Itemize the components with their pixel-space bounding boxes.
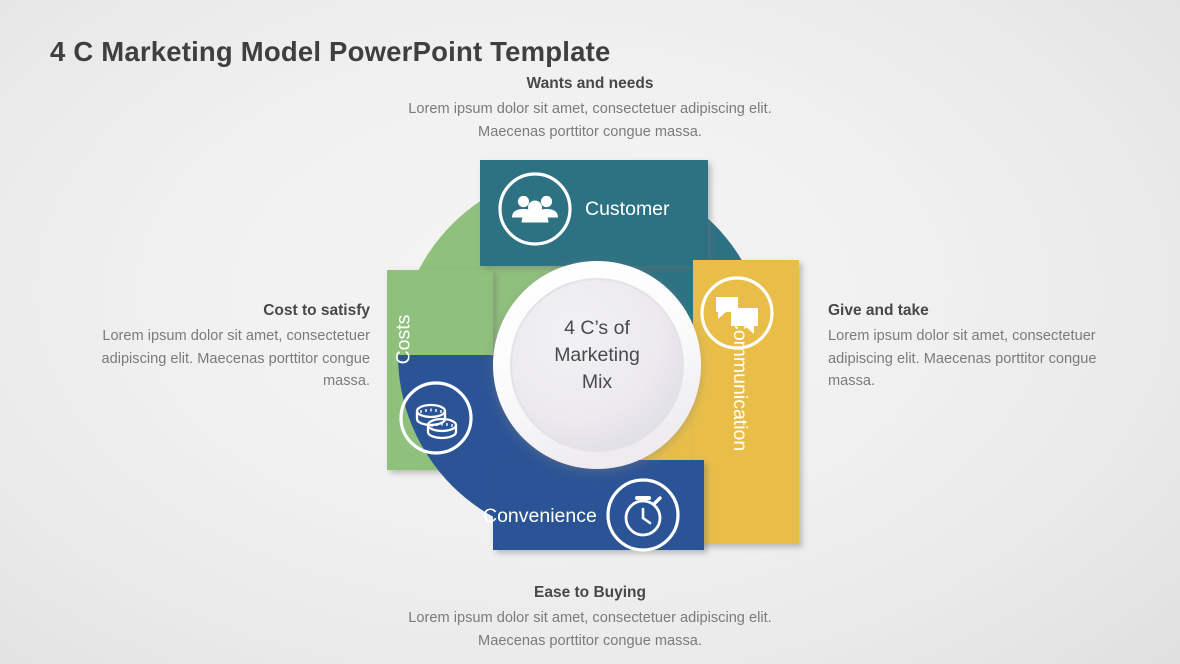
hub-inner-circle: [510, 278, 684, 452]
page-title: 4 C Marketing Model PowerPoint Template: [50, 36, 611, 67]
caption-bottom-line1: Lorem ipsum dolor sit amet, consectetuer…: [408, 610, 772, 627]
caption-top-heading: Wants and needs: [526, 75, 654, 92]
caption-right-heading: Give and take: [828, 302, 929, 319]
coins-icon: [399, 381, 473, 455]
caption-top-line1: Lorem ipsum dolor sit amet, consectetuer…: [408, 101, 772, 118]
communication-tab-overlay: [693, 260, 799, 544]
caption-left-line2: adipiscing elit. Maecenas porttitor cong…: [101, 350, 370, 367]
caption-left-heading: Cost to satisfy: [263, 302, 370, 319]
wheel-svg: [387, 160, 799, 552]
caption-top-body: Lorem ipsum dolor sit amet, consectetuer…: [375, 98, 805, 142]
caption-right-line3: massa.: [828, 372, 876, 389]
caption-right-line1: Lorem ipsum dolor sit amet, consectetuer: [828, 328, 1096, 345]
caption-right: Give and take Lorem ipsum dolor sit amet…: [828, 301, 1148, 392]
four-c-wheel-diagram: Customer Communication Convenience Costs…: [387, 160, 807, 552]
caption-left-line3: massa.: [322, 372, 370, 389]
caption-right-body: Lorem ipsum dolor sit amet, consectetuer…: [828, 325, 1148, 392]
center-hub: [493, 261, 701, 469]
caption-right-line2: adipiscing elit. Maecenas porttitor cong…: [828, 350, 1097, 367]
chat-bubbles-icon: [700, 276, 774, 350]
caption-bottom-body: Lorem ipsum dolor sit amet, consectetuer…: [375, 607, 805, 651]
caption-bottom: Ease to Buying Lorem ipsum dolor sit ame…: [375, 583, 805, 652]
caption-bottom-heading: Ease to Buying: [534, 584, 646, 601]
convenience-tab-overlay: [493, 460, 704, 550]
caption-left-body: Lorem ipsum dolor sit amet, consectetuer…: [40, 325, 370, 392]
caption-top: Wants and needs Lorem ipsum dolor sit am…: [375, 74, 805, 143]
caption-top-line2: Maecenas porttitor congue massa.: [478, 123, 702, 140]
caption-left-line1: Lorem ipsum dolor sit amet, consectetuer: [102, 328, 370, 345]
people-group-icon: [498, 172, 572, 246]
caption-left: Cost to satisfy Lorem ipsum dolor sit am…: [40, 301, 370, 392]
caption-bottom-line2: Maecenas porttitor congue massa.: [478, 632, 702, 649]
stopwatch-icon: [606, 478, 680, 552]
